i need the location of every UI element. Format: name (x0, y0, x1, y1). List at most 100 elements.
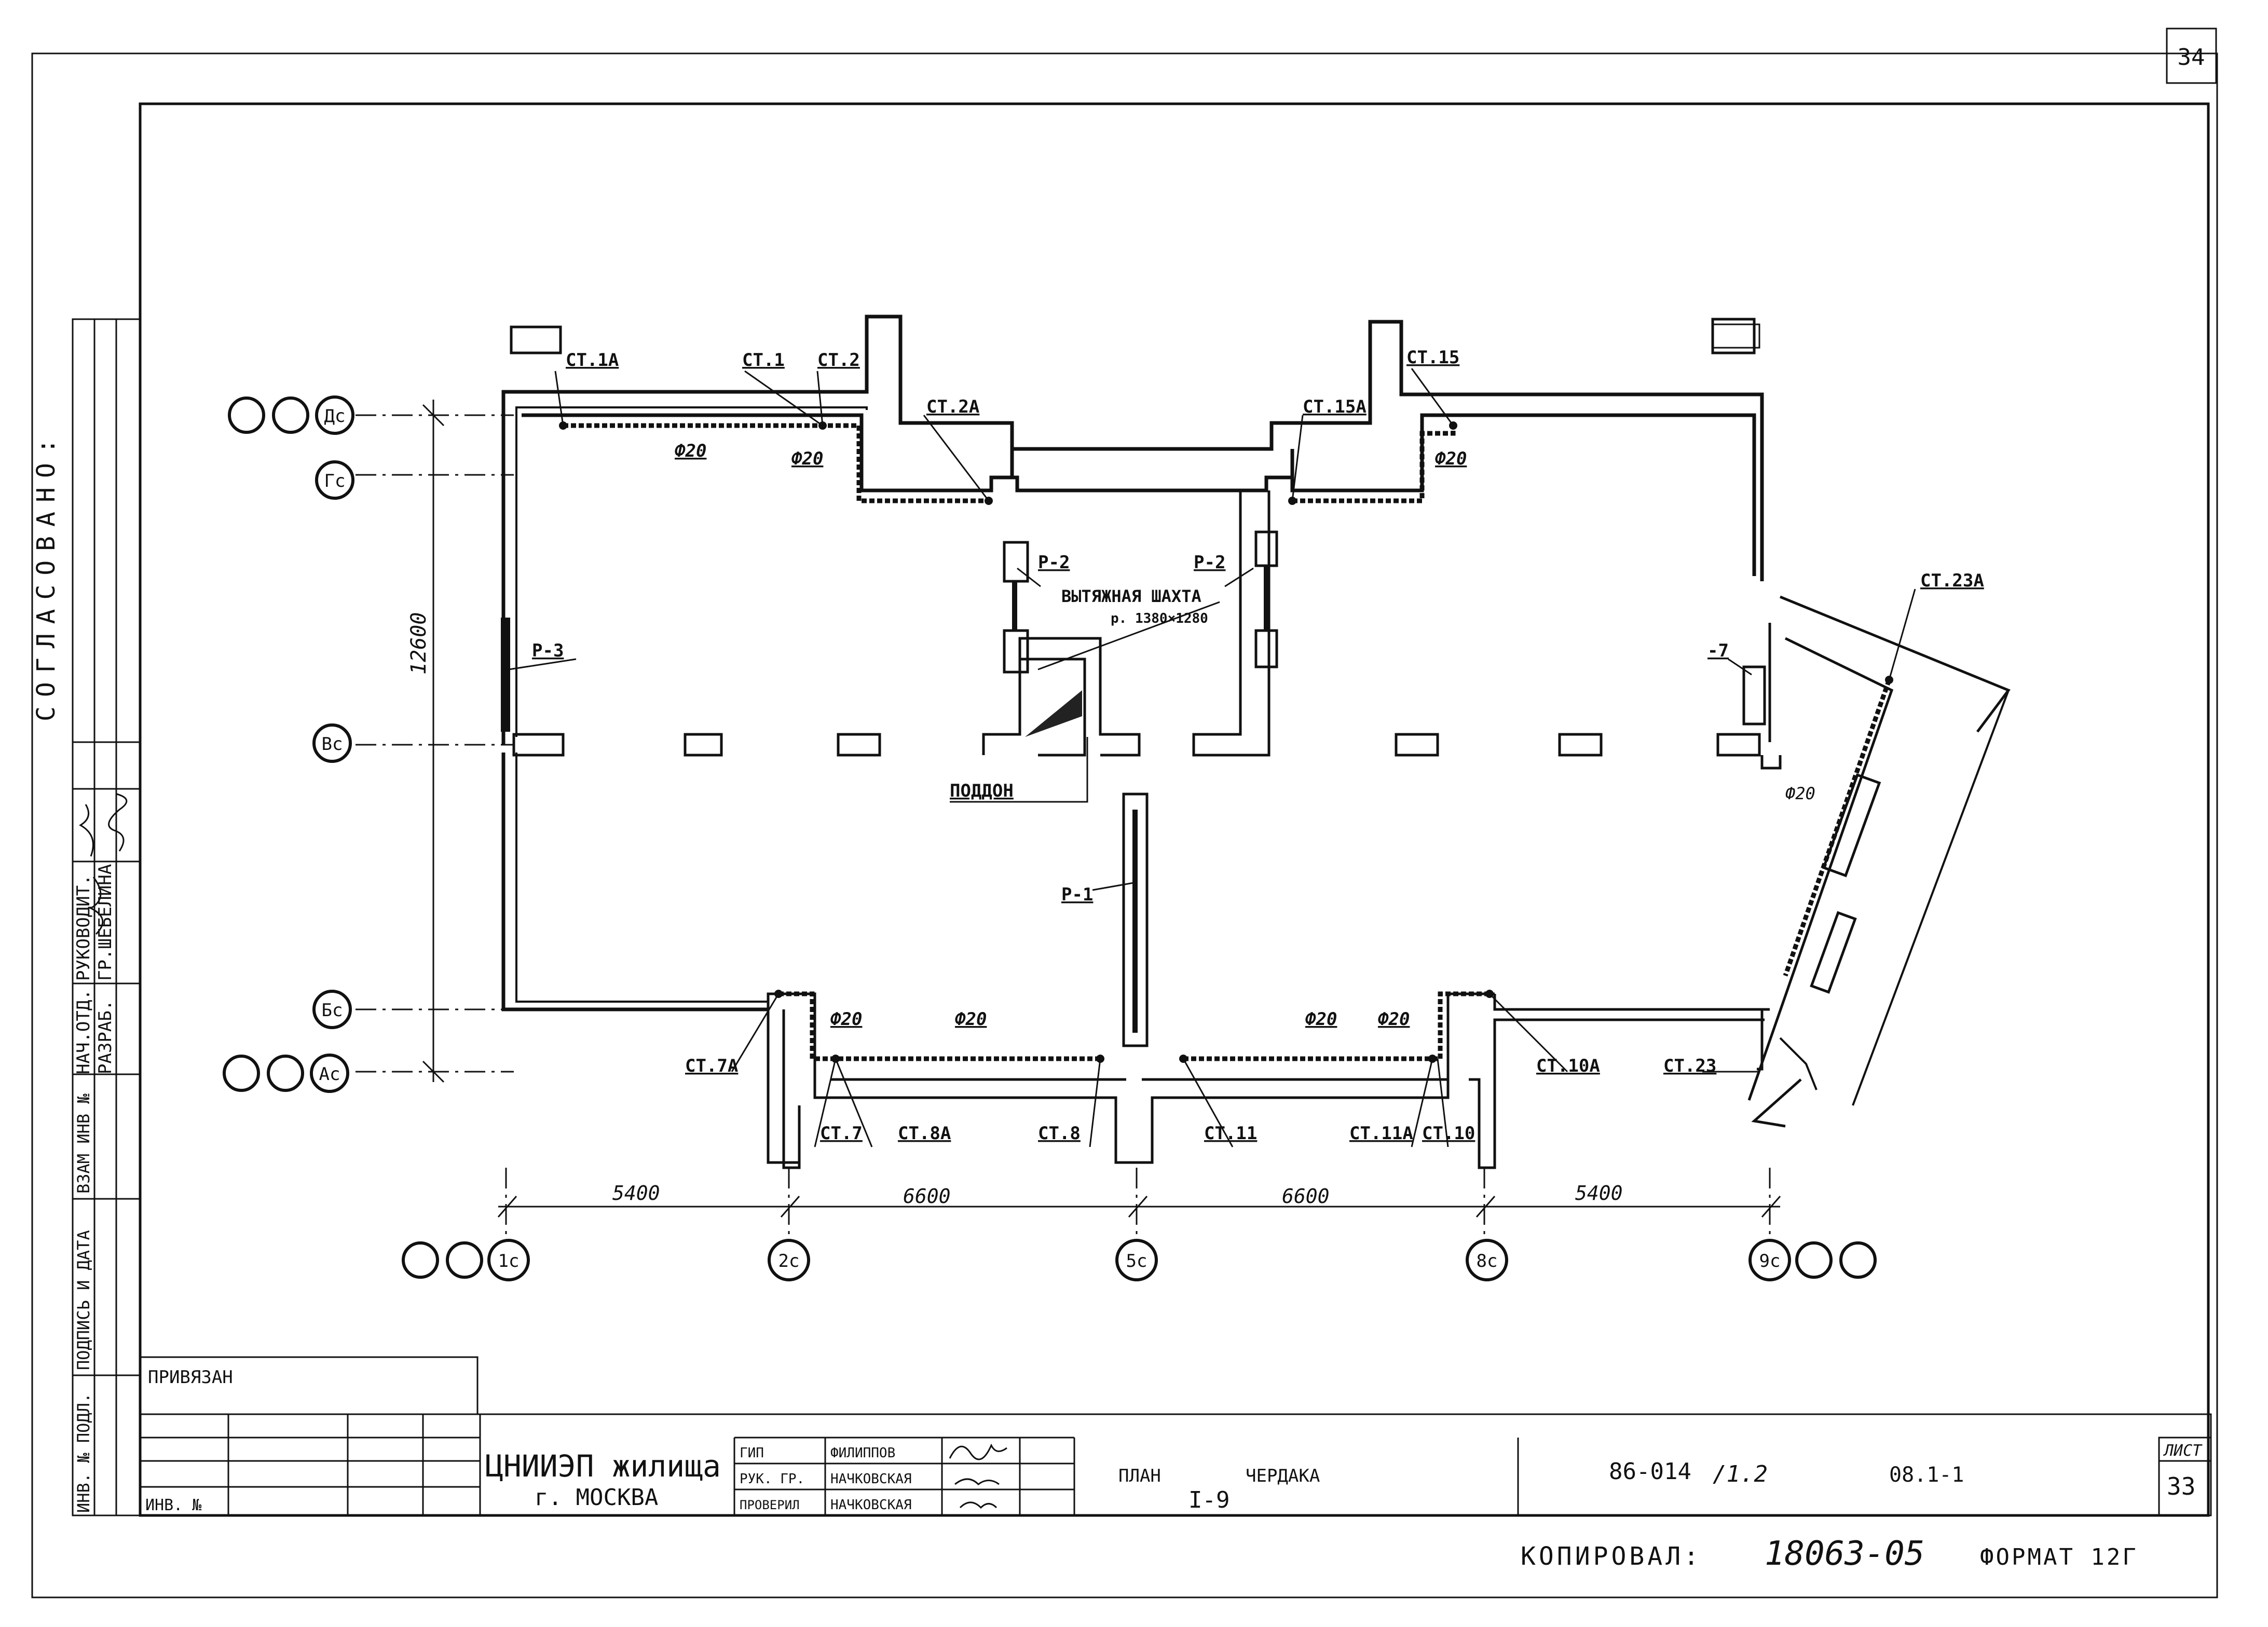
axis-bubble-B (312, 990, 352, 1029)
axis-label-A: Ас (319, 1064, 340, 1085)
format-label: ФОРМАТ 12Г (1980, 1544, 2138, 1570)
label-st23: СТ.23 (1663, 1056, 1716, 1076)
label-p2-right: Р-2 (1194, 552, 1225, 573)
label-st1a: СТ.1А (566, 350, 619, 371)
leader-lines (508, 368, 1916, 1147)
axis-label-2: 2с (778, 1251, 800, 1271)
label-p1: Р-1 (1061, 884, 1093, 905)
label-st8: СТ.8 (1038, 1123, 1081, 1144)
label-st1: СТ.1 (742, 350, 785, 371)
axis-label-5: 5с (1126, 1251, 1147, 1271)
label-st2: СТ.2 (817, 350, 860, 371)
axis-label-G: Гс (324, 471, 346, 491)
label-st15a: СТ.15А (1303, 397, 1367, 417)
axis-bubble-G (315, 460, 354, 500)
name-checked: НАЧКОВСКАЯ (830, 1497, 912, 1513)
doc-code-right: 08.1-1 (1889, 1463, 1964, 1487)
axis-bubble-1 (487, 1239, 530, 1281)
label-p7: -7 (1707, 640, 1729, 661)
stamp-row-name: ГР.ШЕБЕЛИНА (95, 864, 116, 981)
stamp-row-manager: РУКОВОДИТ. (73, 874, 94, 981)
axis-bubble-D (315, 395, 354, 435)
plan-labels: СТ.1А СТ.1 СТ.2 СТ.2А СТ.15А СТ.15 СТ.23… (532, 347, 1984, 1144)
heating-pipes (559, 421, 1893, 1063)
label-shaft-size: р. 1380×1280 (1111, 611, 1208, 626)
label-st2a: СТ.2А (926, 397, 979, 417)
axis-label-1: 1с (498, 1251, 520, 1271)
title-plan: ПЛАН (1118, 1466, 1161, 1486)
page-number-box (2166, 28, 2217, 84)
label-p2-left: Р-2 (1038, 552, 1070, 573)
label-d20-7: Ф20 (1305, 1009, 1337, 1030)
label-d20-8: Ф20 (1378, 1009, 1410, 1030)
dimension-2: 6600 (903, 1185, 951, 1208)
label-st10: СТ.10 (1422, 1123, 1475, 1144)
stamp-row-inv-orig: ИНВ. № ПОДЛ. (74, 1393, 93, 1513)
role-head: РУК. ГР. (740, 1471, 804, 1487)
inner-frame (139, 102, 2210, 1517)
org-name: ЦНИИЭП жилища (485, 1448, 721, 1484)
label-st15: СТ.15 (1406, 347, 1459, 368)
label-p3: Р-3 (532, 640, 564, 661)
dimension-4: 5400 (1575, 1182, 1623, 1205)
attached-label: ПРИВЯЗАН (148, 1367, 233, 1388)
role-checked: ПРОВЕРИЛ (740, 1498, 800, 1512)
axis-bubble-A (310, 1054, 349, 1093)
axis-bubble-8 (1466, 1239, 1508, 1281)
label-st23a: СТ.23А (1920, 570, 1984, 591)
copied-value: 18063-05 (1765, 1535, 1924, 1573)
axis-label-8: 8с (1477, 1251, 1498, 1271)
axis-bubble-9 (1748, 1239, 1791, 1281)
axis-label-V: Вс (322, 734, 343, 755)
stamp-row-inv: ВЗАМ ИНВ № (74, 1093, 93, 1194)
signature-icon-2 (89, 877, 104, 935)
label-d20-5: Ф20 (830, 1009, 862, 1030)
dimension-3: 6600 (1282, 1185, 1330, 1208)
building-walls (501, 315, 2011, 1169)
label-exhaust-shaft: ВЫТЯЖНАЯ ШАХТА (1061, 586, 1201, 606)
stamp-row-dev: РАЗРАБ. (95, 1000, 116, 1074)
name-gip: ФИЛИППОВ (830, 1445, 895, 1461)
axis-bubble-2 (768, 1239, 810, 1281)
dimension-1: 5400 (612, 1182, 660, 1205)
label-d20-3: Ф20 (1435, 448, 1467, 469)
inv-label: ИНВ. № (145, 1496, 201, 1514)
doc-code: 86-014 (1609, 1458, 1691, 1485)
doc-code-sub: /1.2 (1713, 1461, 1768, 1487)
stamp-row-sign-date: ПОДПИСЬ И ДАТА (74, 1230, 93, 1370)
label-d20-6: Ф20 (955, 1009, 987, 1030)
copied-label: КОПИРОВАЛ: (1521, 1542, 1702, 1571)
role-gip: ГИП (740, 1445, 764, 1461)
label-tray: ПОДДОН (950, 781, 1014, 801)
label-st11a: СТ.11А (1349, 1123, 1413, 1144)
outer-frame (31, 52, 2218, 1598)
axis-label-D: Дс (324, 406, 346, 427)
label-st7: СТ.7 (820, 1123, 863, 1144)
label-st7a: СТ.7А (685, 1056, 738, 1076)
axis-label-9: 9с (1759, 1251, 1781, 1271)
label-d20-1: Ф20 (675, 441, 706, 461)
page-number-top: 34 (2178, 44, 2205, 71)
title-attic: ЧЕРДАКА (1246, 1466, 1320, 1486)
axis-column-markers: 1с 2с 5с 8с 9с (402, 1239, 1877, 1281)
axis-label-B: Бс (322, 1000, 343, 1021)
org-city: г. МОСКВА (535, 1484, 658, 1511)
sheet-number: 33 (2167, 1472, 2195, 1500)
label-st10a: СТ.10А (1536, 1056, 1600, 1076)
approval-label: СОГЛАСОВАНО: (32, 429, 61, 721)
sheet-label: ЛИСТ (2163, 1442, 2203, 1460)
name-head: НАЧКОВСКАЯ (830, 1471, 912, 1487)
axis-row-markers: Дс Гс Вс Бс Ас (223, 395, 354, 1093)
label-d20-4: Ф20 (1785, 784, 1815, 803)
signature-icon-3 (949, 1443, 1007, 1509)
left-stamp: СОГЛАСОВАНО: НАЧ.ОТД. РАЗРАБ. РУКОВОДИТ.… (32, 318, 141, 1516)
title-series: I-9 (1188, 1487, 1229, 1513)
label-st8a: СТ.8А (898, 1123, 951, 1144)
label-st11: СТ.11 (1204, 1123, 1257, 1144)
stamp-row-head: НАЧ.ОТД. (73, 989, 94, 1074)
axis-bubble-5 (1115, 1239, 1158, 1281)
label-d20-2: Ф20 (791, 448, 823, 469)
axis-bubble-V (312, 723, 352, 763)
